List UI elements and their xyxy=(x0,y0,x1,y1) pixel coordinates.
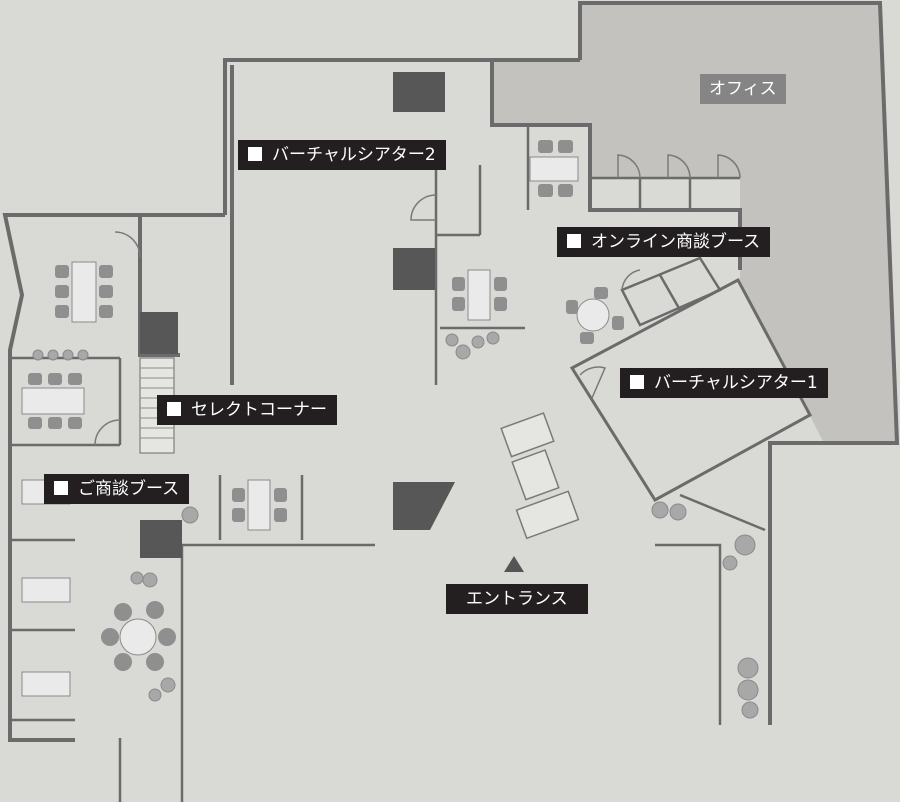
entrance-arrow-icon xyxy=(504,556,524,572)
office-area xyxy=(492,3,897,445)
entrance-label[interactable]: エントランス xyxy=(446,584,588,614)
label-text: セレクトコーナー xyxy=(191,400,327,420)
select-corner-label[interactable]: セレクトコーナー xyxy=(157,395,337,425)
virtual-theater-1-label[interactable]: バーチャルシアター1 xyxy=(620,368,828,398)
square-bullet-icon xyxy=(248,147,262,161)
label-text: ご商談ブース xyxy=(78,479,180,499)
meeting-booth-label[interactable]: ご商談ブース xyxy=(44,474,190,504)
office-label: オフィス xyxy=(700,74,786,104)
virtual-theater-2-label[interactable]: バーチャルシアター2 xyxy=(238,140,446,170)
square-bullet-icon xyxy=(630,375,644,389)
square-bullet-icon xyxy=(167,402,181,416)
label-text: バーチャルシアター1 xyxy=(654,373,818,393)
online-booth-label[interactable]: オンライン商談ブース xyxy=(557,227,771,257)
label-text: オンライン商談ブース xyxy=(591,232,761,252)
square-bullet-icon xyxy=(54,481,68,495)
square-bullet-icon xyxy=(567,234,581,248)
label-text: バーチャルシアター2 xyxy=(272,145,436,165)
